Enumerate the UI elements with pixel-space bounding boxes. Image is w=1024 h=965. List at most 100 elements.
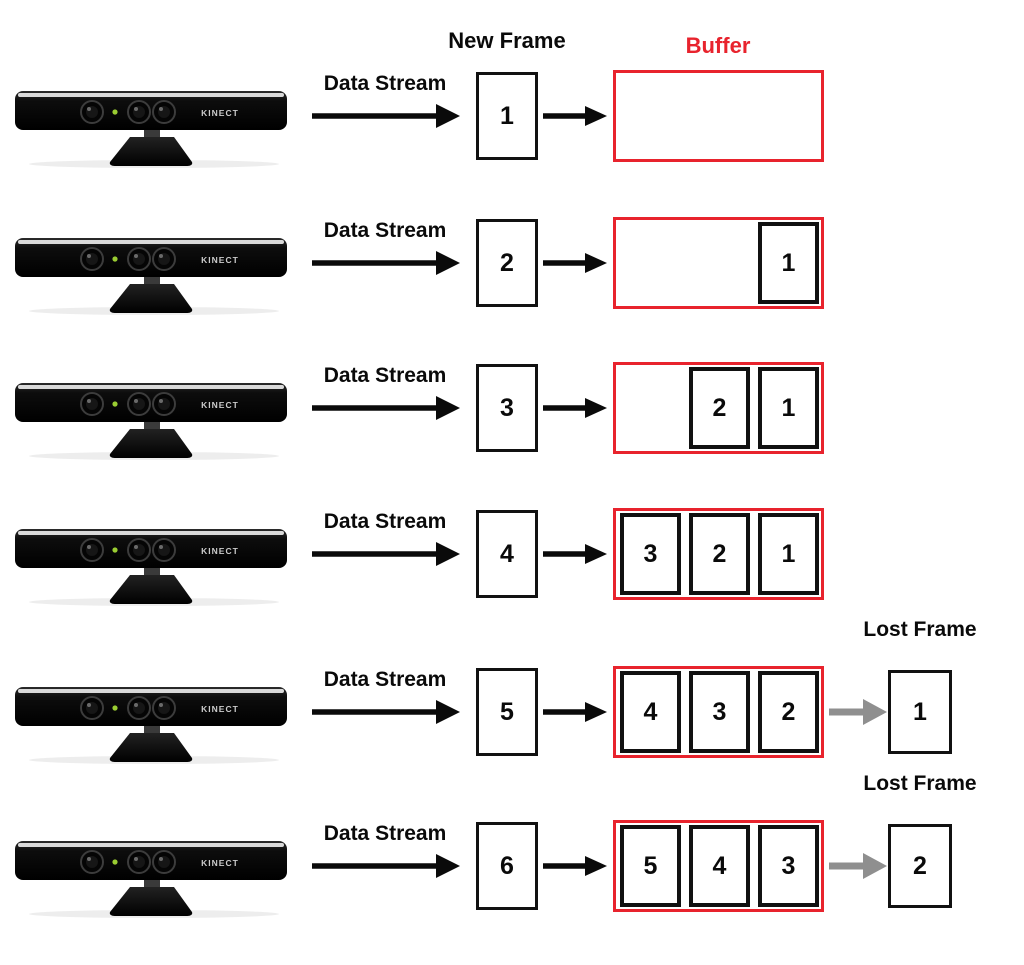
new-frame-number: 4 bbox=[500, 539, 514, 568]
buffer-input-arrow-icon bbox=[543, 544, 607, 564]
buffer-input-arrow-icon bbox=[543, 856, 607, 876]
kinect-device-illustration: KINECT bbox=[15, 529, 287, 606]
kinect-logo-text: KINECT bbox=[201, 704, 239, 714]
data-stream-arrow-icon bbox=[312, 700, 460, 724]
kinect-logo-text: KINECT bbox=[201, 546, 239, 556]
led-indicator-icon bbox=[112, 401, 118, 407]
led-indicator-icon bbox=[112, 109, 118, 115]
buffer-frame-slot: 2 bbox=[689, 513, 750, 595]
buffer-frame-slot: 2 bbox=[689, 367, 750, 449]
new-frame-header: New Frame bbox=[448, 28, 566, 53]
kinect-logo-text: KINECT bbox=[201, 108, 239, 118]
new-frame-number: 1 bbox=[500, 101, 514, 130]
new-frame-box: 4 bbox=[476, 510, 538, 598]
lost-frame-label: Lost Frame bbox=[863, 772, 977, 795]
kinect-neck bbox=[144, 568, 160, 576]
kinect-neck bbox=[144, 130, 160, 138]
camera-lenses-icon bbox=[80, 100, 176, 124]
buffer-frame-slot: 3 bbox=[758, 825, 819, 907]
camera-lenses-icon bbox=[80, 538, 176, 562]
led-indicator-icon bbox=[112, 859, 118, 865]
kinect-bar bbox=[15, 91, 287, 130]
lost-frame-box: 2 bbox=[888, 824, 952, 908]
kinect-bar bbox=[15, 238, 287, 277]
kinect-stand bbox=[109, 137, 193, 166]
kinect-bar-highlight bbox=[18, 385, 284, 389]
pipeline-row: KINECT Data Stream 2 1 bbox=[0, 217, 1024, 315]
kinect-neck bbox=[144, 726, 160, 734]
data-stream-label: Data Stream bbox=[323, 822, 447, 845]
kinect-device-illustration: KINECT bbox=[15, 91, 287, 168]
new-frame-number: 3 bbox=[500, 393, 514, 422]
data-stream-label: Data Stream bbox=[323, 219, 447, 242]
kinect-stand bbox=[109, 429, 193, 458]
lost-frame-label: Lost Frame bbox=[863, 618, 977, 641]
buffer-box: 1 bbox=[613, 217, 824, 309]
lost-frame-arrow-icon bbox=[829, 699, 887, 725]
buffer-box bbox=[613, 70, 824, 162]
kinect-bar-highlight bbox=[18, 240, 284, 244]
new-frame-box: 6 bbox=[476, 822, 538, 910]
led-indicator-icon bbox=[112, 256, 118, 262]
kinect-device-illustration: KINECT bbox=[15, 687, 287, 764]
led-indicator-icon bbox=[112, 547, 118, 553]
new-frame-box: 1 bbox=[476, 72, 538, 160]
kinect-bar-highlight bbox=[18, 689, 284, 693]
kinect-bar bbox=[15, 383, 287, 422]
camera-lenses-icon bbox=[80, 696, 176, 720]
kinect-bar bbox=[15, 687, 287, 726]
lost-frame-arrow-icon bbox=[829, 853, 887, 879]
led-indicator-icon bbox=[112, 705, 118, 711]
buffer-frame-slot: 5 bbox=[620, 825, 681, 907]
kinect-bar-highlight bbox=[18, 843, 284, 847]
kinect-stand bbox=[109, 887, 193, 916]
camera-lenses-icon bbox=[80, 247, 176, 271]
data-stream-label: Data Stream bbox=[323, 72, 447, 95]
buffer-frame-slot: 3 bbox=[620, 513, 681, 595]
kinect-logo-text: KINECT bbox=[201, 400, 239, 410]
buffer-frame-slot: 4 bbox=[620, 671, 681, 753]
new-frame-box: 3 bbox=[476, 364, 538, 452]
kinect-neck bbox=[144, 880, 160, 888]
buffer-frame-slot: 1 bbox=[758, 513, 819, 595]
buffer-frame-slot: 1 bbox=[758, 222, 819, 304]
lost-frame-number: 1 bbox=[913, 697, 927, 726]
new-frame-number: 5 bbox=[500, 697, 514, 726]
new-frame-box: 5 bbox=[476, 668, 538, 756]
data-stream-arrow-icon bbox=[312, 542, 460, 566]
kinect-device-illustration: KINECT bbox=[15, 383, 287, 460]
data-stream-arrow-icon bbox=[312, 396, 460, 420]
kinect-neck bbox=[144, 422, 160, 430]
kinect-bar-highlight bbox=[18, 531, 284, 535]
buffer-input-arrow-icon bbox=[543, 253, 607, 273]
data-stream-label: Data Stream bbox=[323, 510, 447, 533]
kinect-neck bbox=[144, 277, 160, 285]
buffer-header: Buffer bbox=[685, 33, 751, 58]
buffer-input-arrow-icon bbox=[543, 398, 607, 418]
buffer-frame-slot: 3 bbox=[689, 671, 750, 753]
kinect-stand bbox=[109, 284, 193, 313]
kinect-stand bbox=[109, 575, 193, 604]
data-stream-arrow-icon bbox=[312, 104, 460, 128]
kinect-bar-highlight bbox=[18, 93, 284, 97]
kinect-bar bbox=[15, 841, 287, 880]
kinect-device-illustration: KINECT bbox=[15, 238, 287, 315]
new-frame-number: 2 bbox=[500, 248, 514, 277]
data-stream-label: Data Stream bbox=[323, 668, 447, 691]
lost-frame-box: 1 bbox=[888, 670, 952, 754]
kinect-logo-text: KINECT bbox=[201, 255, 239, 265]
kinect-stand bbox=[109, 733, 193, 762]
buffer-frame-slot: 2 bbox=[758, 671, 819, 753]
data-stream-label: Data Stream bbox=[323, 364, 447, 387]
kinect-device-illustration: KINECT bbox=[15, 841, 287, 918]
camera-lenses-icon bbox=[80, 392, 176, 416]
camera-lenses-icon bbox=[80, 850, 176, 874]
